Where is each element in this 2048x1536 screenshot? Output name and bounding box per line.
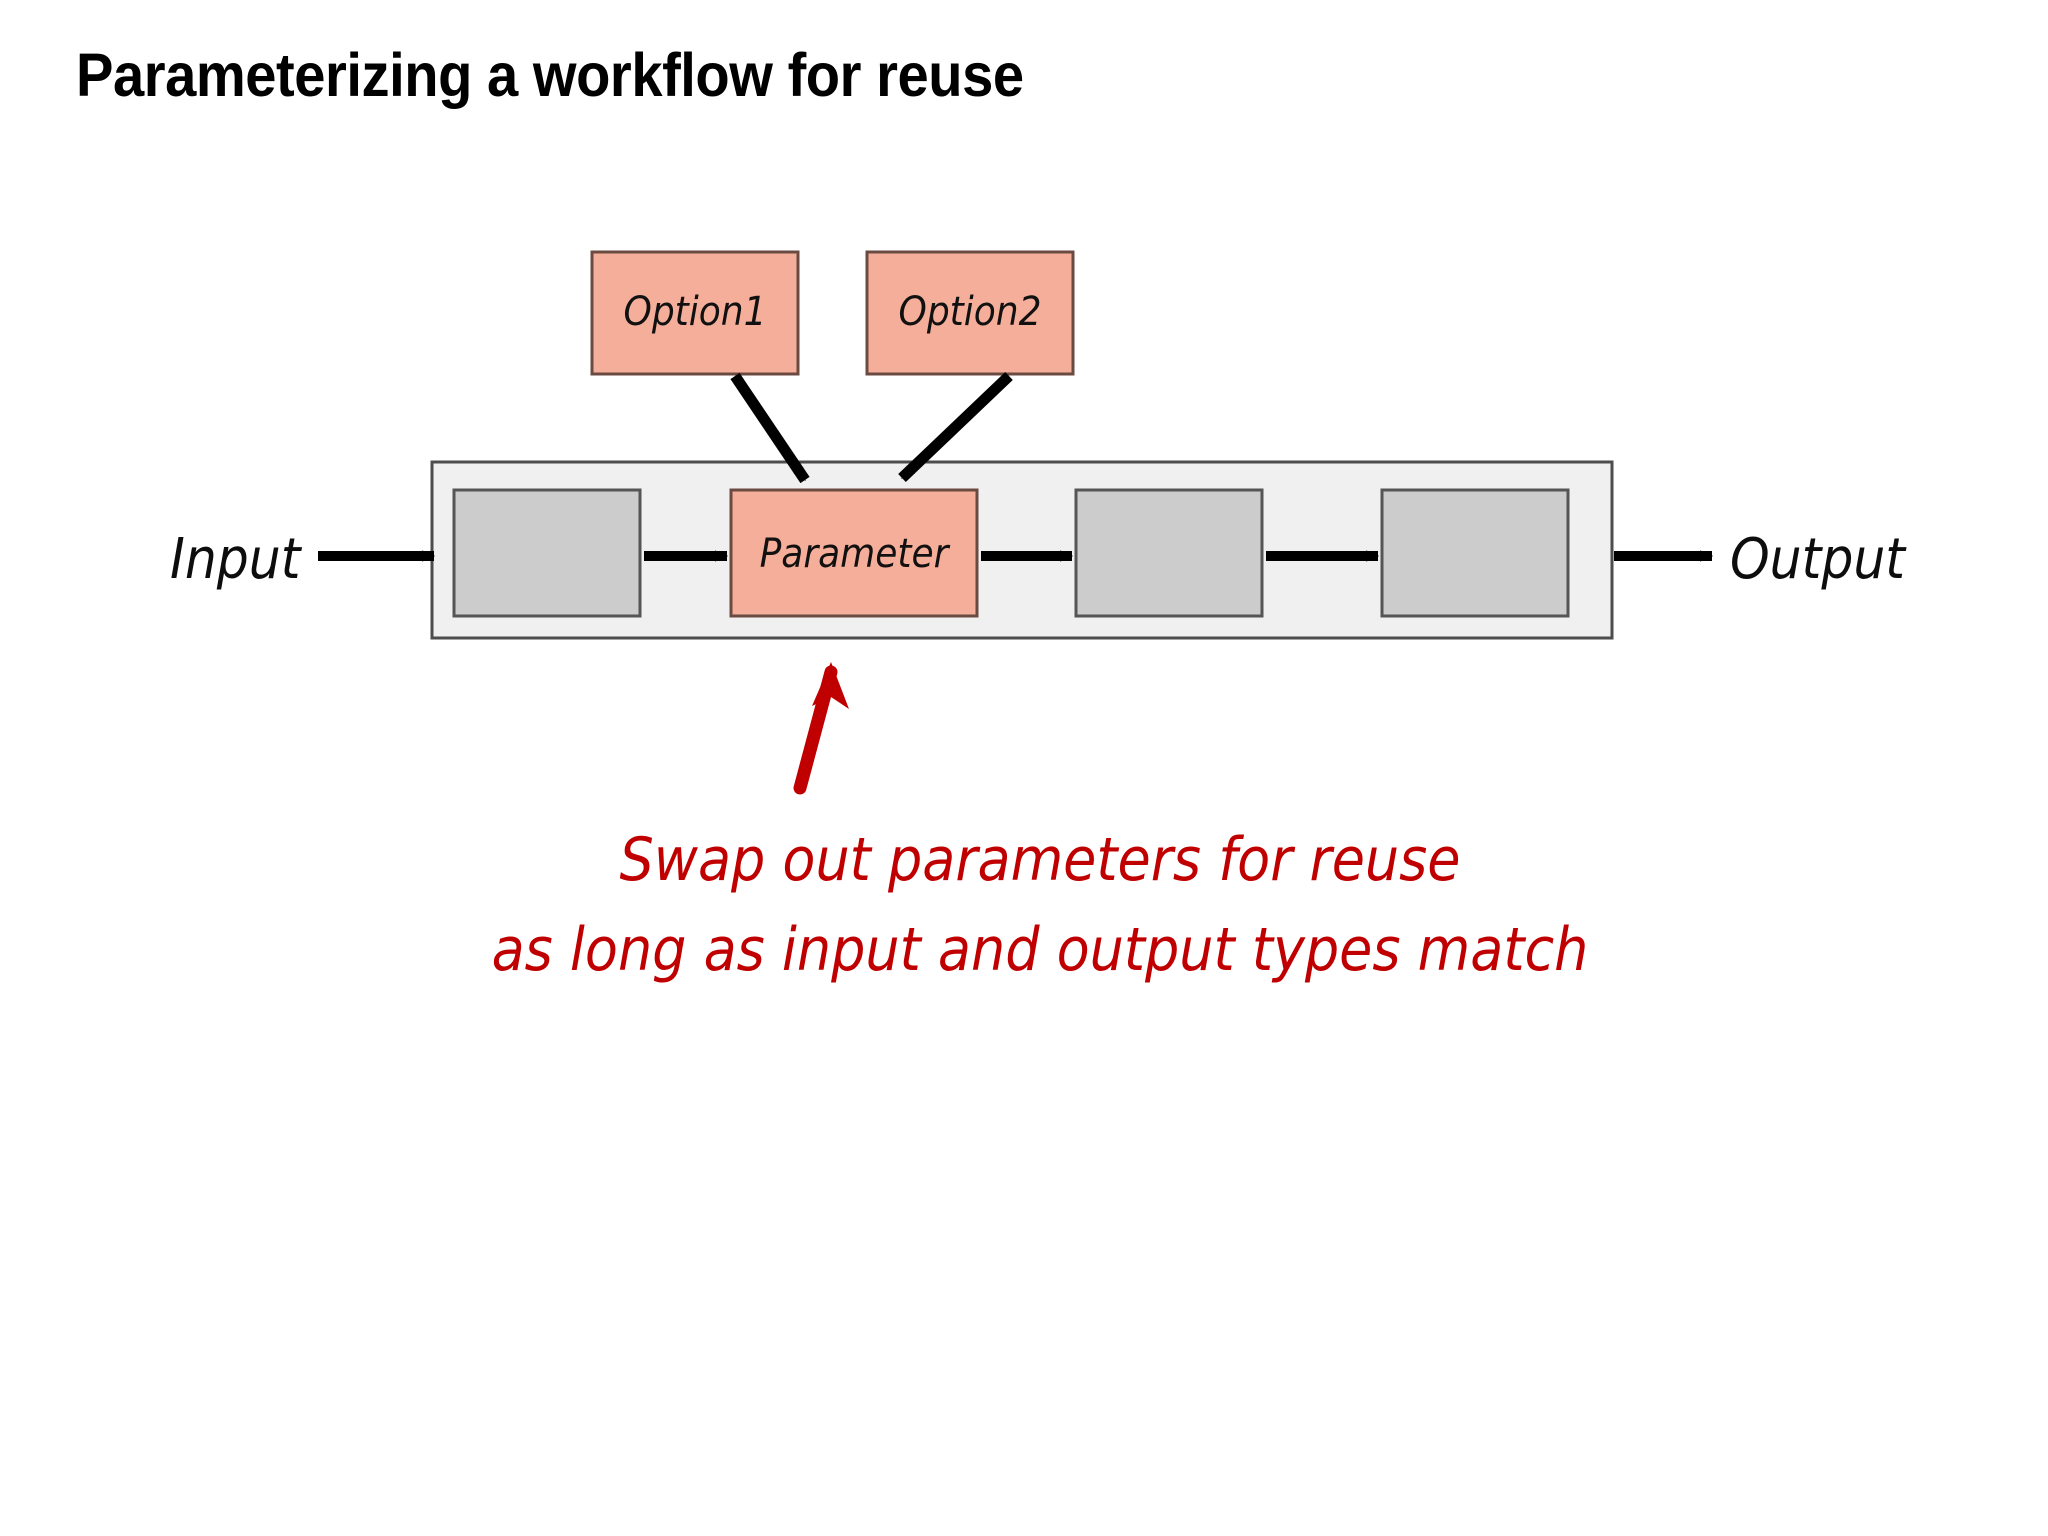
pipeline-step-1[interactable] [452,488,642,618]
page-title: Parameterizing a workflow for reuse [76,41,1024,109]
arrow-option2-to-parameter [898,372,1013,482]
annotation-arrow-icon [793,662,849,795]
pipeline-step-parameter[interactable] [729,488,979,618]
output-label: Output [1730,527,1907,592]
arrow-option1-to-parameter [730,372,810,484]
pipeline-step-parameter-label: Parameter [760,531,951,577]
pipeline-step-3[interactable] [1074,488,1264,618]
option-box-1-label: Option1 [624,289,767,335]
annotation-line-1: Swap out parameters for reuse [620,825,1461,895]
annotation-line-2: as long as input and output types match [492,915,1589,985]
option-box-2-label: Option2 [899,289,1042,335]
pipeline-step-4[interactable] [1380,488,1570,618]
option-box-2[interactable] [865,250,1075,376]
option-box-1[interactable] [590,250,800,376]
input-label: Input [170,527,303,592]
